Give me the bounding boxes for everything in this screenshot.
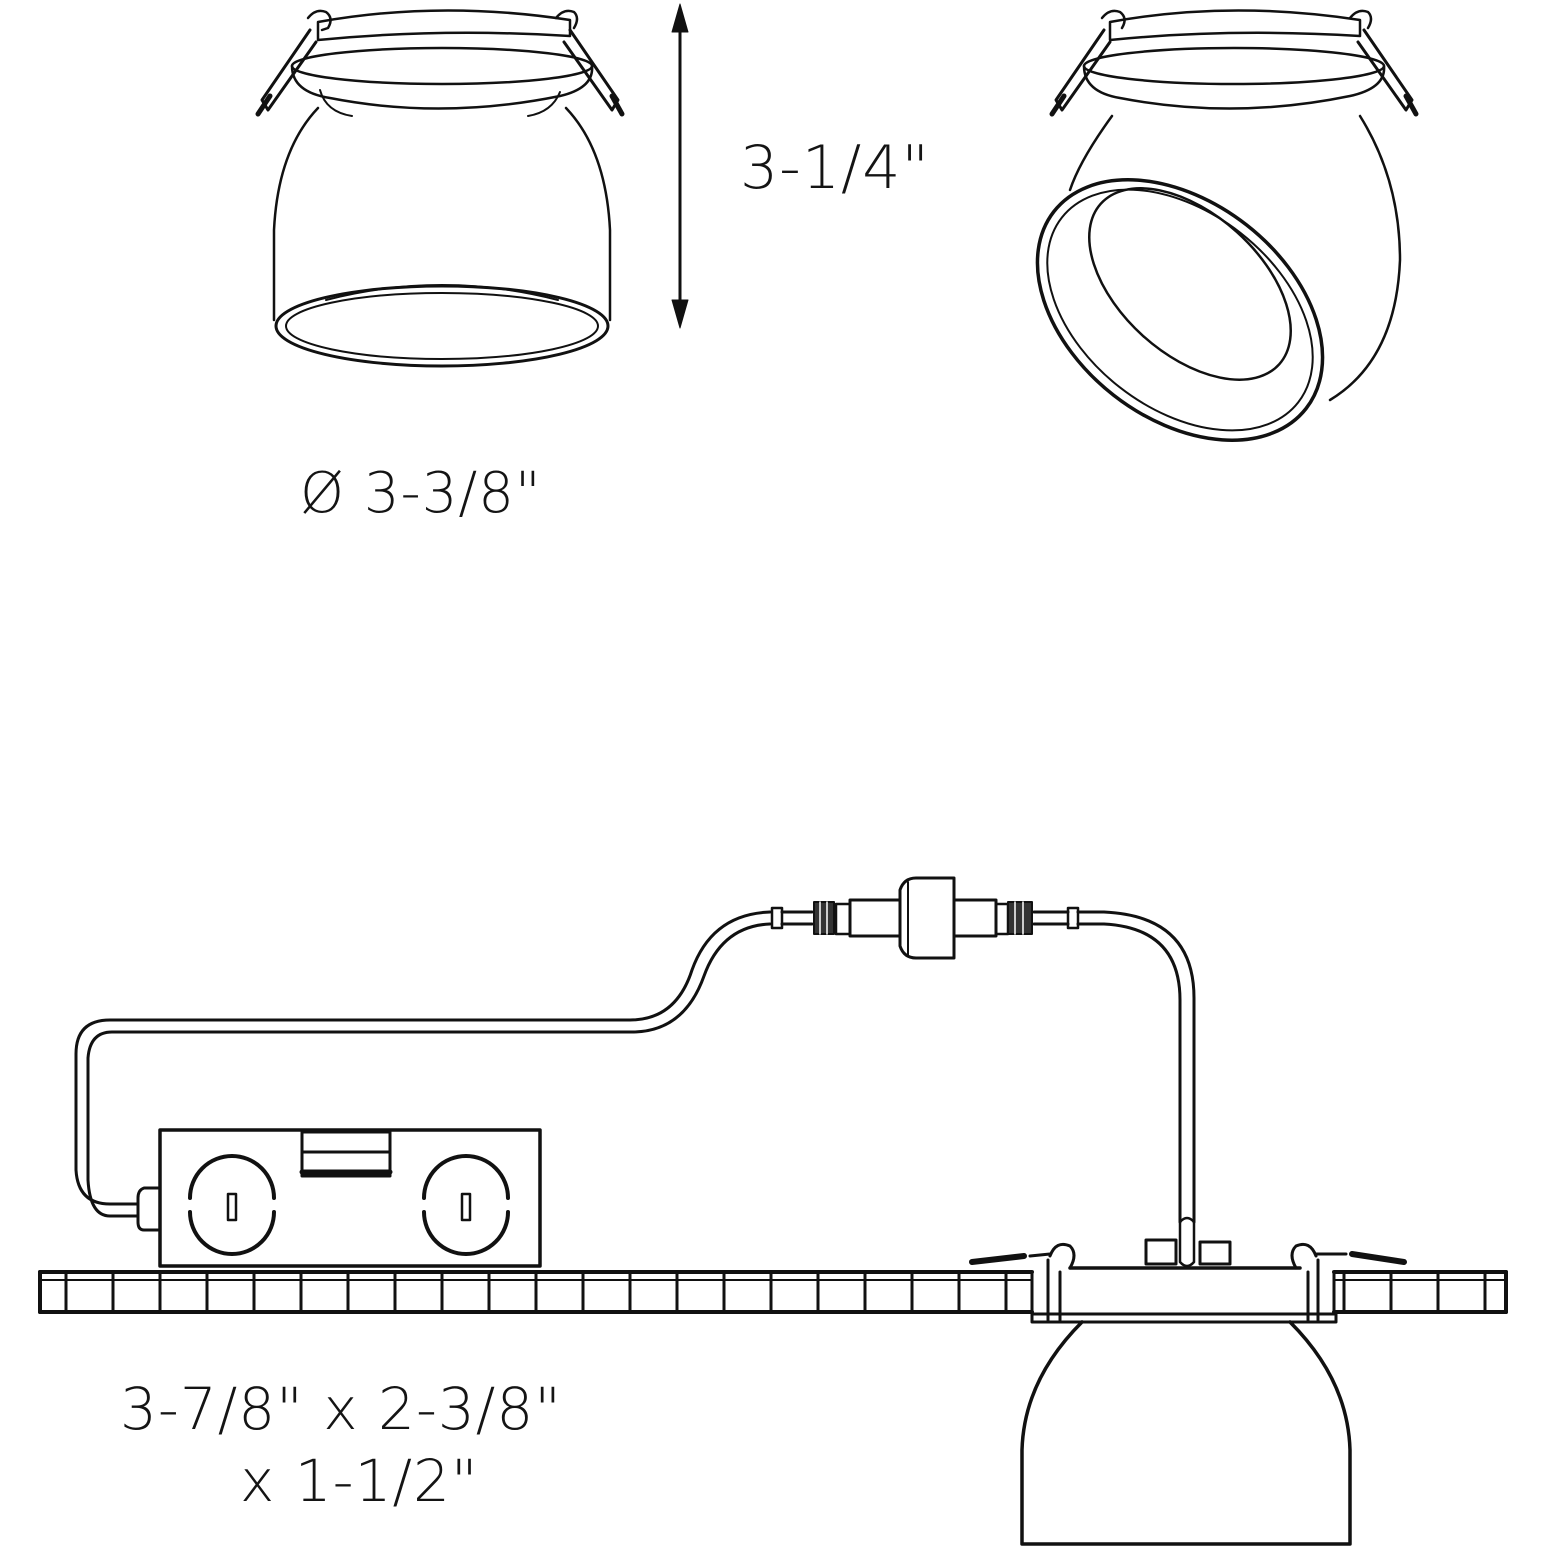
knockout-right-icon xyxy=(424,1156,508,1254)
tilted-view-fixture xyxy=(987,10,1416,493)
junction-box-dimension-label-line2: x 1-1/2" xyxy=(240,1447,479,1515)
front-view-fixture xyxy=(258,10,622,366)
spring-clip-right-icon xyxy=(1350,11,1416,114)
installed-fixture xyxy=(972,1240,1404,1544)
junction-box xyxy=(138,1130,540,1266)
inline-connector-icon xyxy=(814,878,1032,958)
ceiling-section xyxy=(40,1272,1506,1312)
knockout-left-icon xyxy=(190,1156,274,1254)
spring-clip-left-icon xyxy=(1052,11,1125,114)
diameter-dimension-label: Ø 3-3/8" xyxy=(300,461,542,526)
height-dimension-label: 3-1/4" xyxy=(740,133,930,203)
spring-clip-right-icon xyxy=(556,11,622,114)
fixture-cable xyxy=(1034,908,1194,1266)
height-dimension-arrow-icon xyxy=(672,4,688,328)
power-cable xyxy=(76,908,812,1216)
junction-box-dimension-label-line1: 3-7/8" x 2-3/8" xyxy=(120,1375,562,1443)
spring-clip-left-icon xyxy=(258,11,331,114)
